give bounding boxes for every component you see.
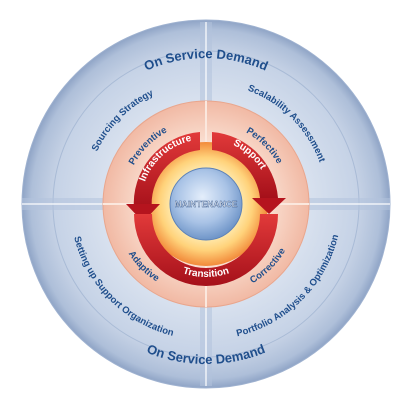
- arc-support: [212, 132, 278, 198]
- arc-infrastructure: [133, 132, 200, 210]
- center-disc: [169, 167, 243, 241]
- red-arcs: [126, 132, 286, 286]
- arc-label-transition: Transition: [182, 266, 231, 280]
- arc-infrastructure-arrowhead: [126, 204, 160, 222]
- arc-support-arrowhead: [252, 198, 286, 214]
- arc-transition: [134, 214, 278, 286]
- center-label: MAINTENANCE: [175, 199, 238, 209]
